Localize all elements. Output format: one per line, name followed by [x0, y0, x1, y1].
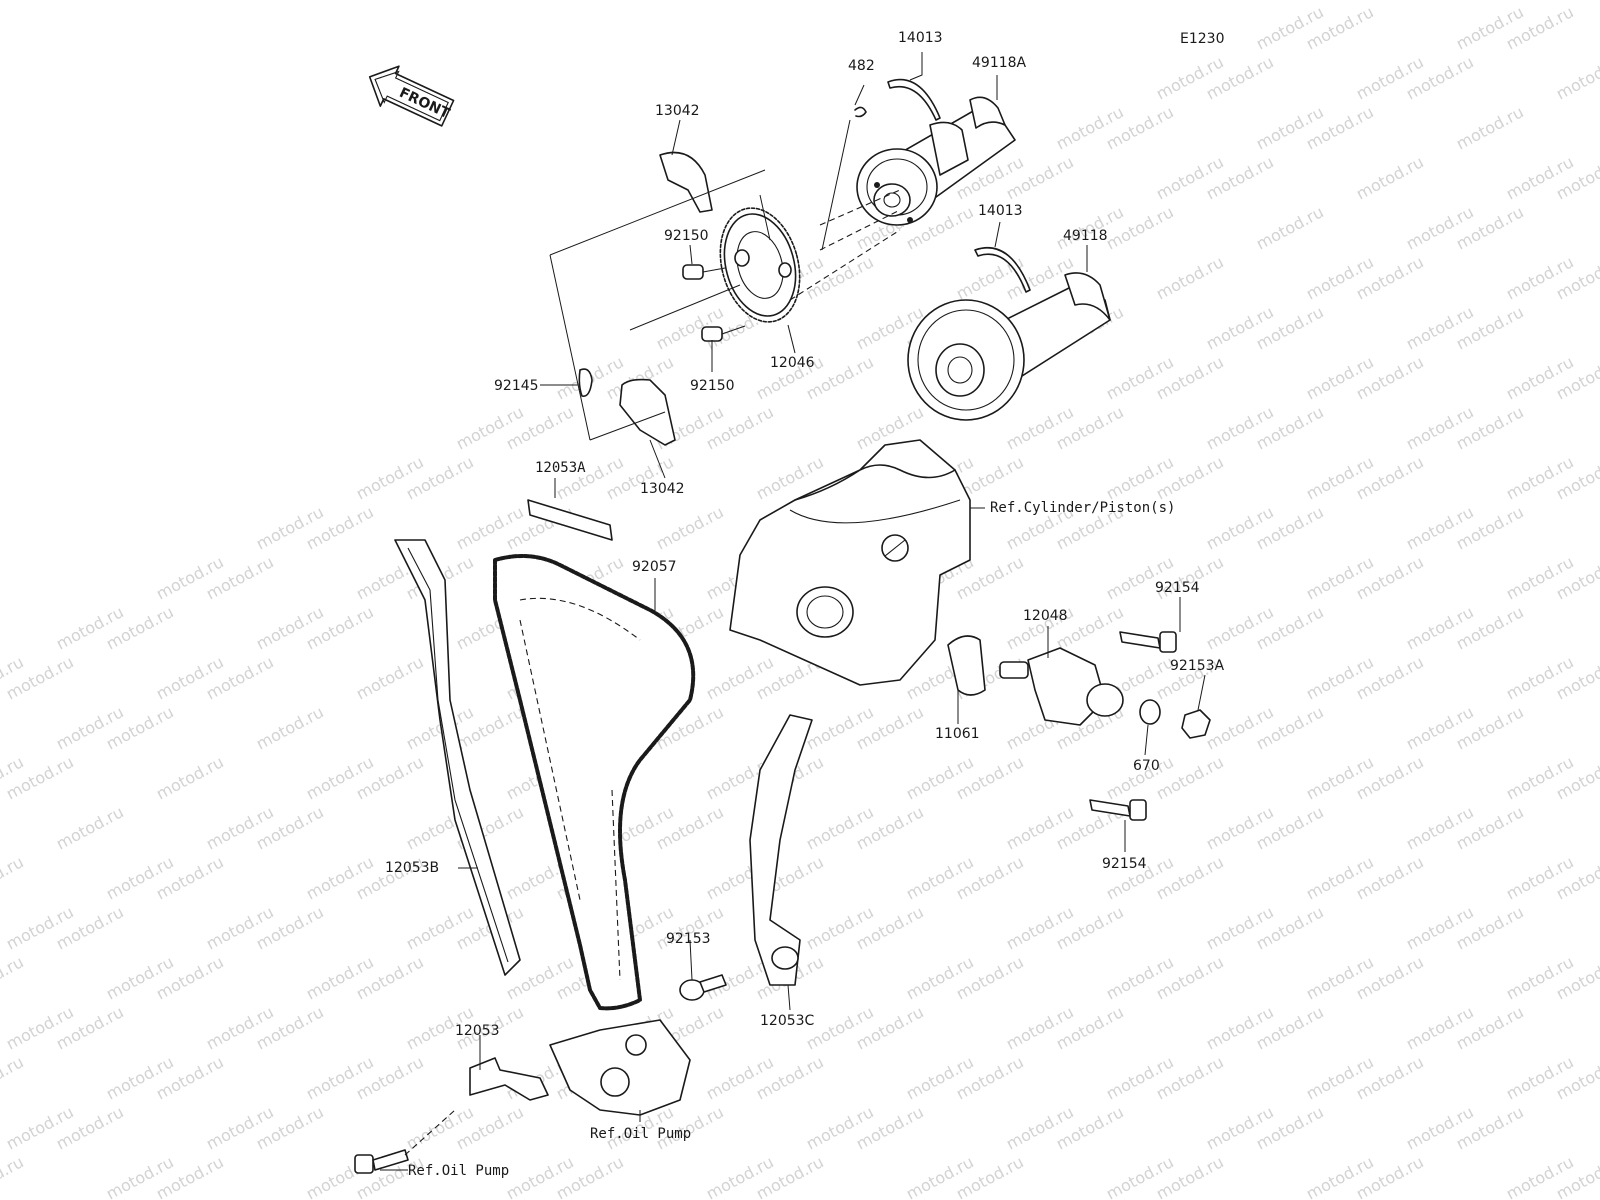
watermark-text: motod.ru: [0, 852, 27, 903]
o-ring-670: [1139, 699, 1161, 725]
guide-12053C: [749, 714, 813, 986]
label-12053A: 12053A: [535, 460, 586, 476]
assembly-lines-cam: [789, 189, 901, 301]
watermark-text: motod.ru: [153, 752, 227, 803]
label-92150-a: 92150: [664, 228, 709, 244]
watermark-text: motod.ru: [353, 652, 427, 703]
part-labels: 14013 482 49118A 13042 92150 14013 49118…: [385, 30, 1225, 1179]
bolt-92154-bottom: [1089, 799, 1147, 821]
assembly-line-oil-pump: [404, 1109, 456, 1156]
watermark-text: motod.ru: [1453, 102, 1527, 153]
watermark-text: motod.ru: [653, 502, 727, 553]
label-12053: 12053: [455, 1023, 500, 1039]
label-11061: 11061: [935, 726, 980, 742]
watermark-text: motod.ru: [1403, 0, 1477, 4]
guide-12053A: [527, 499, 613, 541]
watermark-text: motod.ru: [0, 1052, 27, 1103]
guide-12053B: [394, 539, 521, 976]
cylinder-reference: [729, 439, 971, 686]
half-ring-14013-mid: [974, 246, 1031, 293]
bolt-92150-b: [701, 325, 746, 342]
watermark-text: motod.ru: [1553, 0, 1600, 4]
label-92145: 92145: [494, 378, 539, 394]
watermark-text: motod.ru: [0, 952, 27, 1003]
gasket-11061: [947, 635, 986, 696]
assembly-lines-sprocket: [549, 169, 771, 441]
watermark-text: motod.ru: [253, 702, 327, 753]
label-13042-top: 13042: [655, 103, 700, 119]
label-14013-mid: 14013: [978, 203, 1023, 219]
tensioner-12048: [999, 647, 1124, 726]
watermark-text: motod.ru: [1353, 152, 1427, 203]
label-670: 670: [1133, 758, 1160, 774]
label-49118A: 49118A: [972, 55, 1027, 71]
label-12048: 12048: [1023, 608, 1068, 624]
spring-92145: [578, 368, 593, 397]
bolt-oil-pump: [354, 1149, 409, 1174]
label-92154-bottom: 92154: [1102, 856, 1147, 872]
watermark-text: motod.ru: [0, 1152, 27, 1200]
label-leaders: [380, 52, 1206, 1171]
label-12053B: 12053B: [385, 860, 439, 876]
assembly-line-482: [821, 119, 851, 251]
label-12053C: 12053C: [760, 1013, 815, 1029]
camshaft-49118A: [856, 96, 1016, 226]
watermark-text: motod.ru: [1553, 52, 1600, 103]
label-12046: 12046: [770, 355, 815, 371]
weight-13042-bottom: [619, 378, 676, 446]
label-ref-oil-pump-2: Ref.Oil Pump: [408, 1163, 509, 1179]
half-ring-14013-top: [887, 78, 941, 121]
front-arrow-badge: FRONT: [368, 65, 455, 127]
label-92057: 92057: [632, 559, 677, 575]
oil-pump-reference: [549, 1019, 691, 1116]
watermark-text: motod.ru: [53, 802, 127, 853]
bolt-92150-a: [682, 264, 726, 280]
cam-sprocket-12046: [719, 207, 801, 323]
label-ref-oil-pump-1: Ref.Oil Pump: [590, 1126, 691, 1142]
watermark-text: motod.ru: [1253, 202, 1327, 253]
label-92153: 92153: [666, 931, 711, 947]
label-49118: 49118: [1063, 228, 1108, 244]
bolt-92154-top: [1119, 631, 1177, 653]
circlip-482: [854, 106, 867, 118]
label-14013-top: 14013: [898, 30, 943, 46]
bolt-92153: [679, 974, 727, 1001]
diagram-code: E1230: [1180, 31, 1224, 47]
label-482: 482: [848, 58, 875, 74]
label-13042-bottom: 13042: [640, 481, 685, 497]
label-92150-b: 92150: [690, 378, 735, 394]
nut-92153A: [1181, 709, 1211, 739]
label-92154-top: 92154: [1155, 580, 1200, 596]
watermark-text: motod.ru: [1153, 252, 1227, 303]
front-arrow-icon: [368, 65, 455, 127]
label-92153A: 92153A: [1170, 658, 1225, 674]
label-ref-cylinder: Ref.Cylinder/Piston(s): [990, 500, 1175, 516]
camshaft-49118: [907, 272, 1111, 421]
weight-13042-top: [659, 151, 713, 213]
bracket-12053: [469, 1057, 549, 1101]
cam-chain-inner: [519, 597, 641, 981]
cam-chain-92057: [493, 554, 696, 1011]
